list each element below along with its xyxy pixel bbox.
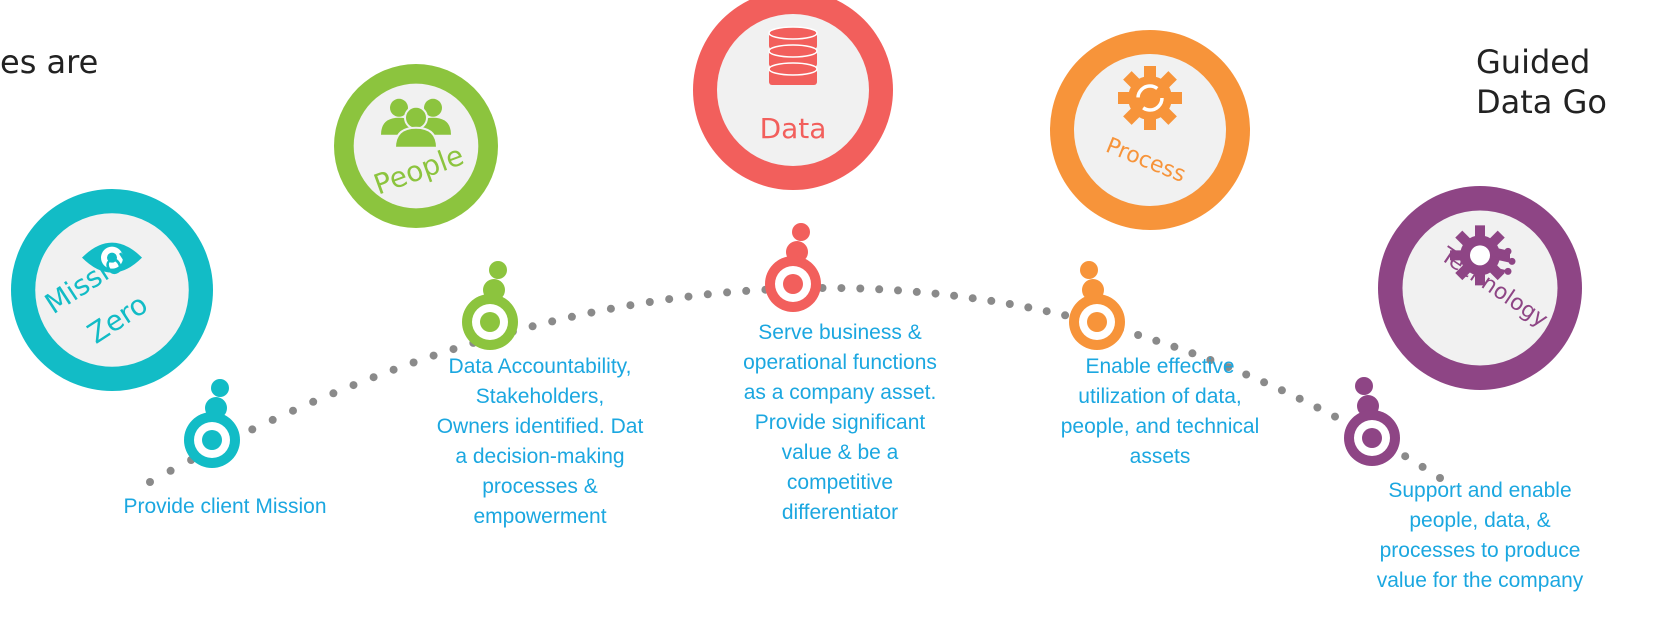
arc-dot	[289, 406, 297, 415]
node-people: People	[334, 64, 518, 350]
arc-dot	[449, 345, 458, 354]
arc-dot	[1152, 336, 1161, 345]
gear-refresh-icon	[1118, 66, 1182, 130]
arc-dot	[1313, 403, 1322, 412]
arc-dot	[606, 304, 615, 313]
arc-dot	[1042, 307, 1051, 316]
description-people: Data Accountability, Stakeholders, Owner…	[436, 355, 644, 528]
marker-mission	[184, 379, 240, 468]
arc-dot	[248, 425, 257, 434]
arc-dot	[856, 284, 865, 293]
arc-dot	[931, 289, 940, 298]
marker-process	[1069, 261, 1125, 350]
arc-dot	[1005, 300, 1014, 308]
arc-dot	[349, 381, 358, 390]
arc-dot	[146, 478, 154, 486]
node-inner-mission	[35, 213, 189, 367]
arc-dot	[837, 284, 846, 293]
eye-icon	[82, 242, 142, 273]
arc-dot	[723, 288, 732, 297]
side-text-left: es are	[0, 43, 99, 81]
arc-dot	[703, 290, 712, 299]
arc-dot	[1024, 303, 1033, 312]
arc-dot	[1436, 474, 1444, 482]
arc-dot	[1206, 356, 1215, 364]
description-mission: Provide client Mission	[123, 495, 327, 518]
arc-dot	[1170, 342, 1179, 351]
arc-dot	[1188, 349, 1197, 358]
arc-dot	[912, 287, 921, 296]
arc-dot	[268, 415, 277, 424]
arc-dot	[1061, 311, 1070, 320]
database-icon	[768, 26, 818, 85]
arc-dot	[329, 389, 338, 398]
arc-dot	[1295, 394, 1304, 403]
node-inner-data	[717, 14, 869, 166]
arc-dot	[528, 322, 537, 331]
arc-dot	[166, 466, 175, 475]
marker-technology	[1344, 377, 1400, 466]
node-data: Data	[693, 0, 893, 312]
arc-dot	[429, 351, 438, 360]
arc-dot	[1401, 452, 1410, 461]
arc-dot	[389, 365, 398, 374]
side-text-right-line2: Data Go	[1476, 83, 1607, 121]
arc-dot	[875, 285, 884, 294]
arc-dot	[567, 312, 576, 321]
arc-dot	[1260, 378, 1269, 387]
arc-dot	[684, 292, 693, 301]
arc-dot	[1134, 331, 1143, 339]
marker-people	[462, 261, 518, 350]
arc-dot	[1224, 363, 1233, 372]
arc-dot	[626, 301, 635, 310]
marker-data	[765, 223, 821, 312]
arc-dot	[369, 373, 378, 382]
node-process: Process	[1050, 30, 1250, 350]
arc-dot	[587, 308, 596, 317]
node-technology: Technology	[1344, 186, 1582, 466]
arc-dot	[409, 358, 418, 367]
node-inner-technology	[1402, 210, 1558, 366]
side-text-right: Guided Data Go	[1476, 42, 1607, 122]
arc-dot	[968, 294, 977, 303]
arc-dot	[1331, 412, 1339, 421]
side-text-right-line1: Guided	[1476, 43, 1591, 81]
arc-dot	[950, 291, 959, 300]
description-technology: Support and enable people, data, & proce…	[1376, 479, 1584, 592]
arc-dot	[665, 295, 674, 304]
people-group-icon	[381, 98, 451, 149]
description-data: Serve business & operational functions a…	[743, 321, 937, 524]
circuit-gear-icon	[1450, 225, 1516, 286]
arc-dot	[309, 397, 318, 406]
arc-dot	[742, 286, 751, 295]
arc-dot	[548, 317, 557, 326]
arc-dot	[987, 296, 996, 305]
arc-dot	[1277, 386, 1286, 395]
arc-dot	[645, 298, 654, 306]
description-process: Enable effective utilization of data, pe…	[1060, 355, 1260, 468]
arc-dot	[1242, 370, 1251, 379]
arc-dot	[1418, 462, 1427, 471]
arc-dot	[894, 286, 902, 295]
node-label-data: Data	[760, 112, 827, 145]
